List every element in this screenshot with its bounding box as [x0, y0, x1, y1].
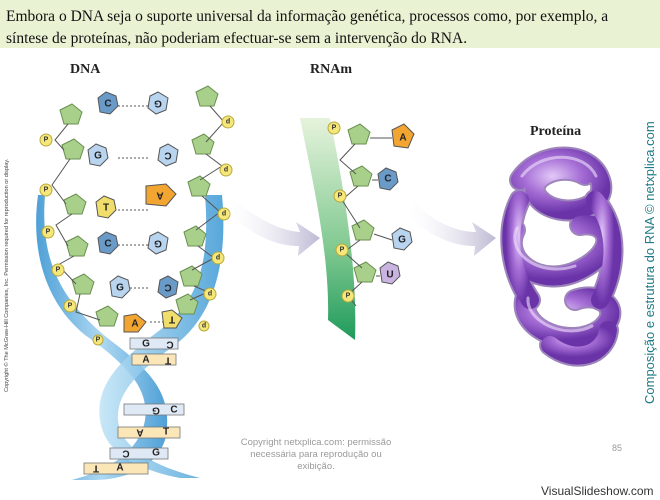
protein-structure [500, 146, 624, 367]
header-text: Embora o DNA seja o suporte universal da… [6, 8, 609, 47]
rna-base: U [386, 270, 393, 281]
helix-base-left: T [93, 463, 99, 474]
header-banner: Embora o DNA seja o suporte universal da… [0, 0, 660, 48]
dna-base-left: A [131, 319, 138, 330]
dna-base-right: T [169, 314, 175, 325]
page-number: 85 [612, 443, 623, 453]
deoxyribose-label: d [216, 255, 220, 262]
deoxyribose-label: d [226, 119, 230, 126]
helix-base-left: C [122, 448, 129, 459]
dna-base-left: C [104, 239, 111, 250]
rna-phosphate-label: P [332, 125, 337, 132]
dna-base-left: T [103, 203, 109, 214]
watermark: Copyright netxplica.com: permissão neces… [236, 437, 396, 473]
label-proteina: Proteína [530, 124, 582, 139]
label-dna: DNA [70, 62, 101, 77]
rna-phosphate-label: P [346, 293, 351, 300]
helix-base-left: G [152, 405, 160, 416]
helix-base-right: C [166, 339, 173, 350]
dna-base-left: G [94, 151, 102, 162]
phosphate-label: P [46, 229, 51, 236]
rna-base: C [384, 174, 391, 185]
phosphate-label: P [96, 337, 101, 344]
helix-base-left: A [142, 355, 149, 366]
arrow-dna-to-rna [228, 200, 320, 256]
dna-strand-right [99, 195, 224, 478]
arrow-rna-to-protein [408, 200, 496, 256]
helix-base-right: A [116, 463, 123, 474]
watermark-line1: Copyright netxplica.com: permissão [240, 437, 392, 448]
helix-base-right: T [163, 427, 169, 438]
phosphate-label: P [44, 137, 49, 144]
rna-phosphate-label: P [338, 193, 343, 200]
brand-footer: VisualSlideshow.com [541, 484, 654, 498]
dna-base-right: A [156, 190, 163, 201]
phosphate-label: P [44, 187, 49, 194]
deoxyribose-label: d [202, 323, 206, 330]
helix-base-right: C [170, 405, 177, 416]
watermark-line2: necessária para reprodução ou exibição. [250, 449, 382, 472]
deoxyribose-label: d [208, 291, 212, 298]
rna-base: A [399, 133, 406, 144]
helix-base-left: A [136, 427, 143, 438]
dna-base-left: G [116, 283, 124, 294]
deoxyribose-label: d [224, 167, 228, 174]
dna-base-right: G [154, 98, 162, 109]
phosphate-label: P [68, 303, 73, 310]
rna-molecule: P P P P A C G U [300, 118, 415, 340]
rna-phosphate-label: P [340, 247, 345, 254]
phosphate-label: P [56, 267, 61, 274]
rna-strand [300, 118, 356, 340]
helix-base-right: G [152, 448, 160, 459]
deoxyribose-label: d [222, 211, 226, 218]
dna-base-right: C [164, 150, 171, 161]
dna-base-right: C [164, 282, 171, 293]
label-rnam: RNAm [310, 62, 352, 77]
dna-base-right: G [154, 238, 162, 249]
dna-base-left: C [104, 99, 111, 110]
helix-base-left: G [142, 339, 150, 350]
helix-base-right: T [165, 355, 171, 366]
rna-base: G [398, 235, 406, 246]
dna-molecule: P P P P P P d d d d d d [36, 85, 235, 480]
